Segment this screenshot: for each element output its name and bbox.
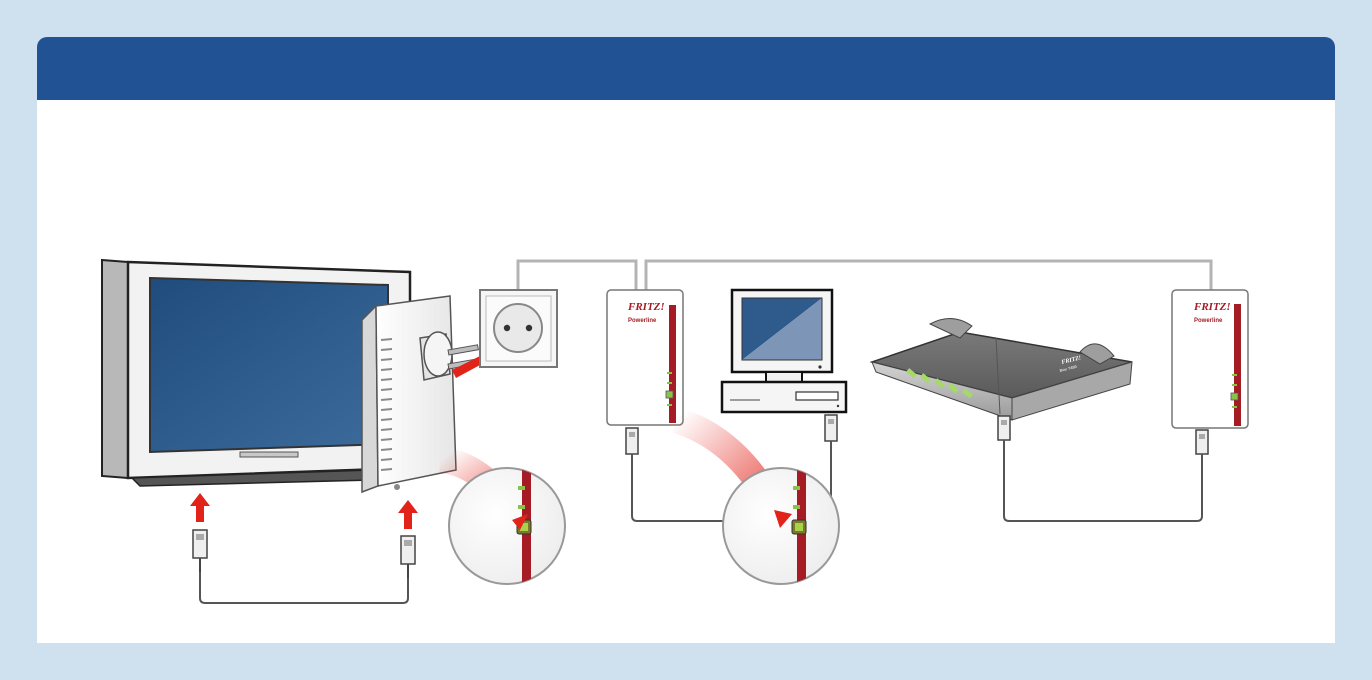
connection-diagram: FRITZ! Powerline bbox=[37, 37, 1335, 643]
power-cable bbox=[518, 261, 636, 290]
adapter-brand-label: FRITZ! bbox=[1193, 301, 1231, 313]
powerline-adapter-icon: FRITZ! Powerline bbox=[607, 290, 683, 425]
led-zoom-icon bbox=[449, 468, 565, 600]
computer-icon bbox=[722, 290, 846, 412]
led-zoom-icon bbox=[723, 468, 839, 600]
power-cable-right bbox=[646, 261, 1211, 290]
adapter-brand-label: FRITZ! bbox=[627, 301, 665, 313]
router-icon: FRITZ! Box 7490 bbox=[872, 318, 1132, 420]
ethernet-plug-icon bbox=[825, 415, 837, 441]
ethernet-plug-icon bbox=[401, 536, 415, 578]
ethernet-plug-icon bbox=[193, 530, 207, 572]
ethernet-plug-icon bbox=[998, 416, 1010, 440]
arrow-up-icon bbox=[190, 493, 418, 529]
ethernet-plug-icon bbox=[1196, 430, 1208, 454]
illustration-card: FRITZ! Powerline bbox=[37, 37, 1335, 643]
wall-socket-icon bbox=[480, 290, 557, 367]
adapter-product-label: Powerline bbox=[1194, 318, 1223, 324]
adapter-product-label: Powerline bbox=[628, 318, 657, 324]
lan-cable-tv bbox=[200, 572, 408, 603]
ethernet-plug-icon bbox=[626, 428, 638, 454]
lan-cable-router bbox=[1004, 440, 1202, 521]
powerline-adapter-icon: FRITZ! Powerline bbox=[1172, 290, 1248, 428]
